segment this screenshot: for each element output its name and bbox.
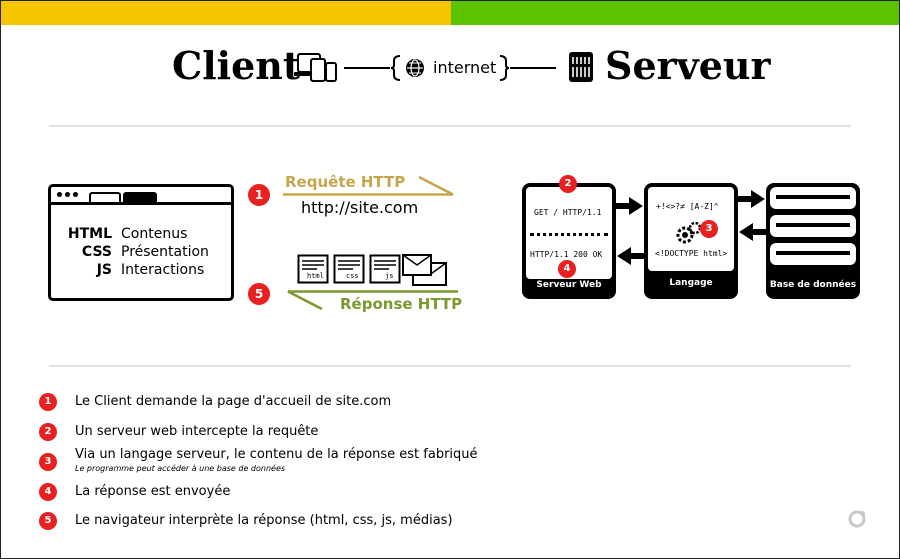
tech-row: HTML Contenus [67, 225, 209, 243]
database-box: Base de données [766, 183, 860, 299]
web-server-box: GET / HTTP/1.1 HTTP/1.1 200 OK Serveur W… [522, 183, 616, 299]
browser-tab-active [123, 192, 157, 204]
media-icon [402, 254, 447, 286]
arrow-to-language-back [739, 223, 766, 241]
file-label-css: css [346, 272, 359, 280]
arrow-to-web-server [617, 247, 644, 265]
tech-name: HTML [67, 226, 112, 242]
legend-badge: 2 [39, 423, 57, 441]
tech-row: JS Interactions [67, 261, 209, 279]
database-disk [770, 243, 856, 265]
file-label-js: js [385, 272, 394, 280]
browser-tech-list: HTML Contenus CSS Présentation JS Interacti… [67, 225, 209, 279]
database-disk-line [776, 195, 850, 199]
divider-bottom [49, 365, 851, 367]
language-panel: +!<>?≠ [A-Z]^ <!DOCTYPE html> [648, 187, 734, 271]
legend-text: La réponse est envoyée [75, 484, 231, 499]
browser-window: HTML Contenus CSS Présentation JS Interacti… [48, 184, 234, 301]
legend-badge: 3 [39, 453, 57, 471]
internet-connector [344, 55, 556, 81]
legend-badge: 1 [39, 393, 57, 411]
tech-role: Contenus [121, 226, 188, 242]
legend-text: Via un langage serveur, le contenu de la… [75, 447, 478, 462]
arrow-to-database [738, 190, 765, 208]
database-disk [770, 187, 856, 209]
devices-icon [294, 53, 337, 82]
gears-icon [676, 221, 702, 244]
tech-name: JS [96, 262, 112, 278]
top-bar-green [451, 1, 899, 25]
brand-logo-icon [848, 510, 866, 528]
tech-role: Présentation [121, 244, 209, 260]
file-icon-html [297, 254, 329, 284]
request-url: http://site.com [301, 198, 419, 217]
tech-row: CSS Présentation [67, 243, 209, 261]
file-label-html: html [307, 272, 324, 280]
database-caption: Base de données [769, 280, 857, 290]
top-bar-yellow [1, 1, 451, 25]
request-label: Requête HTTP [285, 173, 406, 191]
file-icon-css [333, 254, 365, 284]
legend-subtext: Le programme peut accéder à une base de … [75, 464, 286, 473]
legend-text: Le Client demande la page d'accueil de s… [75, 394, 392, 409]
doctype-line: <!DOCTYPE html> [655, 249, 728, 258]
language-symbols: +!<>?≠ [A-Z]^ [656, 202, 719, 211]
client-title: Client [172, 43, 301, 88]
server-title: Serveur [605, 43, 771, 88]
request-arrow [283, 175, 454, 196]
http-response-line: HTTP/1.1 200 OK [530, 250, 603, 259]
response-arrow [287, 290, 458, 311]
step-badge-2: 2 [559, 175, 577, 193]
language-box: +!<>?≠ [A-Z]^ <!DOCTYPE html> Langage [644, 183, 738, 299]
legend-badge: 5 [39, 512, 57, 530]
arrow-to-language [616, 197, 643, 215]
internet-label: internet [433, 58, 497, 77]
database-disk [770, 215, 856, 237]
file-icon-js [369, 254, 401, 284]
database-disk-line [776, 251, 850, 255]
database-disk-line [776, 223, 850, 227]
legend-text: Le navigateur interprète la réponse (htm… [75, 513, 453, 528]
legend-text: Un serveur web intercepte la requête [75, 424, 319, 439]
step-badge-1: 1 [246, 182, 272, 208]
step-badge-3: 3 [700, 220, 718, 238]
tech-role: Interactions [121, 262, 205, 278]
window-dot [65, 192, 70, 197]
window-dot [57, 192, 62, 197]
web-server-separator [530, 233, 608, 236]
web-server-caption: Serveur Web [536, 280, 602, 290]
step-badge-4: 4 [558, 260, 576, 278]
window-dot [73, 192, 78, 197]
divider-top [49, 125, 851, 127]
language-caption: Langage [669, 278, 713, 288]
server-icon [569, 52, 593, 82]
tech-name: CSS [81, 244, 112, 260]
browser-toolbar [51, 187, 231, 205]
response-label: Réponse HTTP [340, 295, 463, 313]
http-request-line: GET / HTTP/1.1 [534, 208, 602, 217]
legend-badge: 4 [39, 483, 57, 501]
browser-tab [89, 192, 121, 204]
step-badge-5: 5 [246, 281, 272, 307]
